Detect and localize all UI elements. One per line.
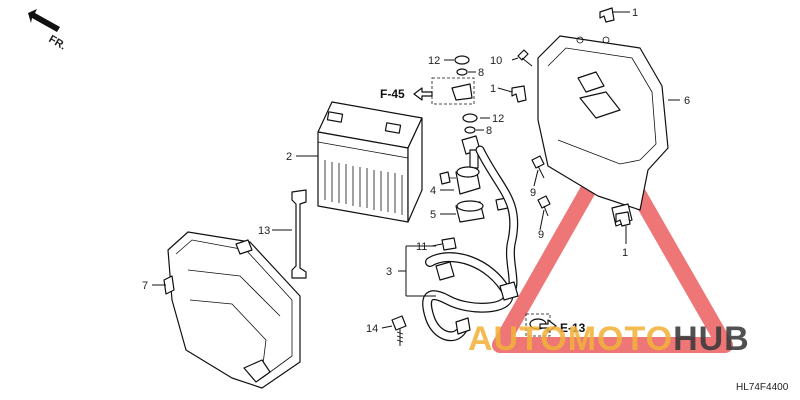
front-label: FR. bbox=[47, 33, 68, 52]
cable-clip-11 bbox=[441, 237, 457, 251]
callout-13: 13 bbox=[258, 225, 270, 237]
callout-8-upper: 8 bbox=[478, 67, 484, 79]
terminal-upper bbox=[451, 83, 473, 101]
relay-holder bbox=[455, 200, 485, 223]
battery-band bbox=[291, 189, 307, 279]
nut-12-lower bbox=[462, 113, 478, 123]
callout-2: 2 bbox=[286, 151, 292, 163]
callout-labels: 1 1 1 2 3 4 5 6 7 8 8 9 9 10 11 12 12 13… bbox=[142, 7, 690, 335]
e13-arrow bbox=[539, 319, 557, 333]
washer-8-upper bbox=[456, 68, 468, 76]
clip-bottom bbox=[615, 211, 631, 227]
callout-6: 6 bbox=[684, 95, 690, 107]
ref-label-f45: F-45 bbox=[380, 87, 405, 101]
watermark-suffix: HUB bbox=[673, 320, 750, 358]
washer-8-lower bbox=[464, 126, 476, 134]
watermark-prefix: AUTOMOTO bbox=[468, 320, 673, 358]
leader-lines bbox=[152, 11, 680, 329]
callout-1-bottom: 1 bbox=[622, 247, 628, 259]
battery bbox=[317, 101, 423, 223]
callout-1-mid: 1 bbox=[490, 83, 496, 95]
svg-text:AUTOMOTOHUB: AUTOMOTOHUB bbox=[468, 320, 750, 358]
front-direction-arrow: FR. bbox=[28, 9, 68, 52]
bolt-10 bbox=[517, 49, 533, 67]
clip-top bbox=[599, 7, 615, 23]
callout-14: 14 bbox=[366, 323, 378, 335]
f45-arrow bbox=[413, 87, 433, 101]
callout-10: 10 bbox=[490, 55, 502, 67]
starter-relay bbox=[439, 166, 481, 195]
ref-label-e13: E-13 bbox=[560, 321, 586, 335]
callout-7: 7 bbox=[142, 280, 148, 292]
fuse-box-cover bbox=[537, 35, 669, 227]
callout-9-lower: 9 bbox=[538, 229, 544, 241]
nut-12-upper bbox=[454, 55, 470, 65]
clip-mid bbox=[511, 85, 527, 103]
callout-5: 5 bbox=[430, 209, 436, 221]
watermark-triangle bbox=[492, 140, 733, 353]
battery-case bbox=[163, 231, 301, 389]
callout-3: 3 bbox=[386, 266, 392, 278]
bolt-14 bbox=[391, 315, 407, 346]
callout-9-upper: 9 bbox=[530, 187, 536, 199]
callout-1-top: 1 bbox=[632, 7, 638, 19]
watermark-text: AUTOMOTOHUB bbox=[468, 320, 750, 358]
callout-8-lower: 8 bbox=[486, 125, 492, 137]
callout-11: 11 bbox=[416, 241, 427, 253]
bolt-9-upper bbox=[531, 155, 545, 179]
battery-cable bbox=[422, 145, 519, 342]
diagram-code: HL74F4400 bbox=[736, 382, 789, 393]
callout-12-upper: 12 bbox=[428, 55, 440, 67]
callout-12-lower: 12 bbox=[492, 113, 504, 125]
f45-reference-box bbox=[431, 77, 475, 105]
callout-4: 4 bbox=[430, 185, 436, 197]
bolt-9-lower bbox=[537, 195, 551, 217]
